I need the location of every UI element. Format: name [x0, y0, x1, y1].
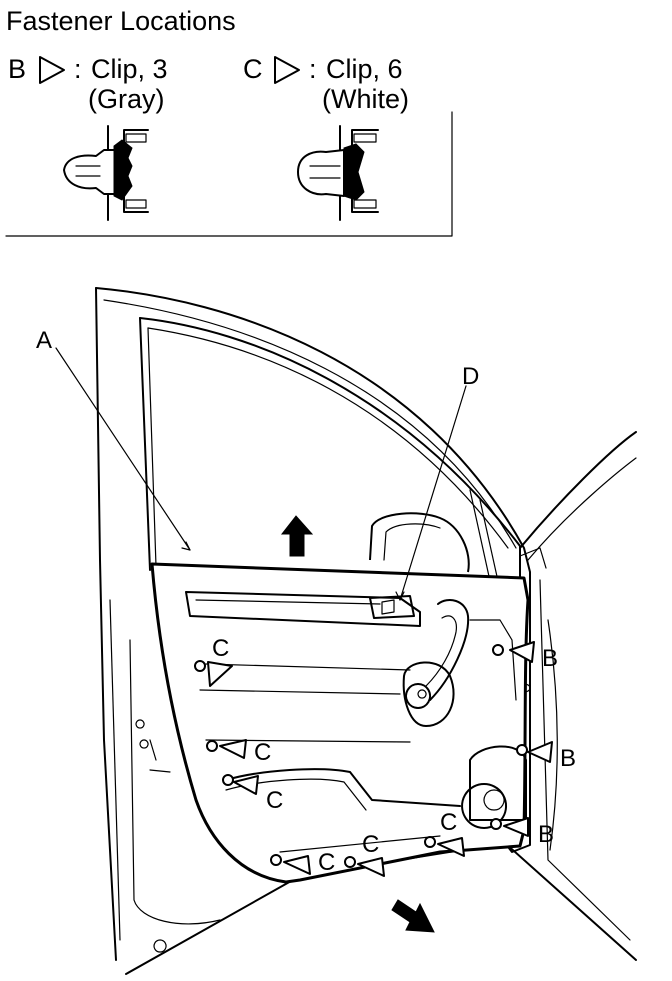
pull-arrow-icon — [391, 899, 435, 933]
clip-b-marker — [516, 741, 553, 763]
callout-c: C — [318, 849, 335, 876]
callout-a: A — [36, 327, 52, 354]
clip-c-illustration — [297, 125, 379, 221]
clip-c-marker — [222, 774, 259, 795]
callout-b: B — [542, 645, 558, 672]
callout-c: C — [440, 809, 457, 836]
clip-c-marker — [194, 660, 233, 687]
callout-c: C — [266, 787, 283, 814]
callout-c: C — [212, 635, 229, 662]
leader-d — [399, 385, 467, 601]
legend-c-separator: : — [309, 54, 317, 84]
leader-a — [55, 347, 191, 551]
legend-item-b: B : Clip, 3 (Gray) — [8, 54, 168, 114]
leader-a-head — [181, 541, 191, 551]
diagram-title: Fastener Locations — [6, 6, 236, 36]
legend-b-color: (Gray) — [88, 84, 165, 114]
legend-c-triangle-icon — [274, 56, 300, 84]
legend-c-color: (White) — [322, 84, 409, 114]
door-shell — [95, 287, 637, 975]
legend-b-key: B — [8, 54, 26, 84]
callout-b: B — [538, 821, 554, 848]
callout-d: D — [462, 363, 479, 390]
clip-b-marker — [492, 641, 535, 663]
legend-b-triangle-icon — [39, 56, 65, 84]
clip-c-marker — [270, 854, 311, 875]
legend-c-desc: Clip, 6 — [326, 54, 403, 84]
callout-c: C — [254, 739, 271, 766]
legend-b-desc: Clip, 3 — [91, 54, 168, 84]
callout-c: C — [362, 831, 379, 858]
legend-item-c: C : Clip, 6 (White) — [243, 54, 409, 114]
legend-frame — [5, 111, 453, 237]
clip-b-marker — [490, 817, 529, 837]
clip-c-marker — [344, 856, 385, 877]
callout-b: B — [560, 745, 576, 772]
clip-c-marker — [206, 739, 247, 759]
clip-c-marker — [424, 836, 465, 857]
lift-arrow-icon — [280, 515, 314, 557]
clip-b-illustration — [63, 125, 149, 221]
legend-c-key: C — [243, 54, 263, 84]
legend-b-separator: : — [74, 54, 82, 84]
leader-d-head — [395, 591, 405, 601]
door-panel — [150, 562, 530, 884]
